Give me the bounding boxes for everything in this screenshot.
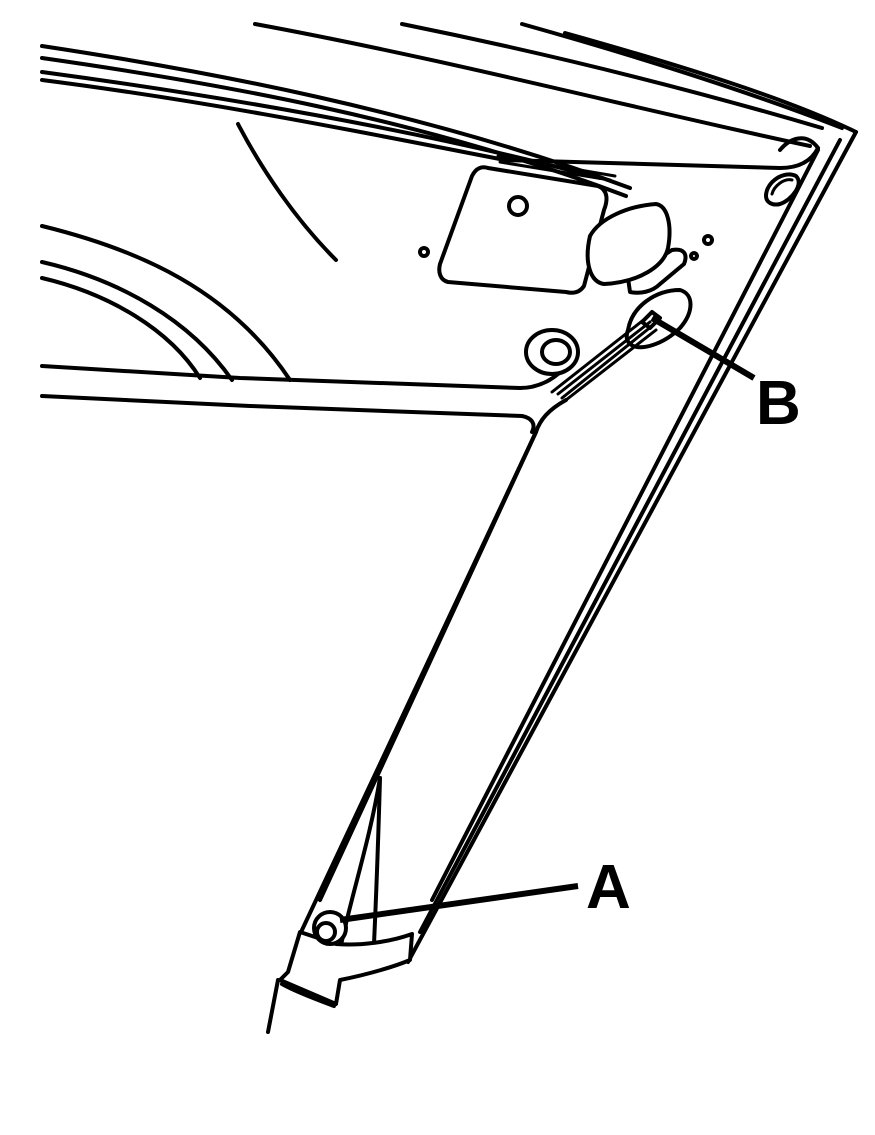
grommet (524, 328, 580, 376)
callout-label-b: B (756, 369, 801, 438)
leader-line-b (650, 315, 756, 381)
fastener-a (312, 910, 348, 946)
door-opening-arcs (40, 224, 292, 382)
sill-trim (40, 364, 568, 434)
belt-strands (550, 316, 658, 402)
leader-line-a (339, 883, 579, 923)
pillar-base (266, 776, 414, 1034)
pillar-trim (300, 130, 858, 964)
visor-plate (418, 154, 714, 295)
callout-label-a: A (586, 853, 631, 922)
headliner-contour (236, 122, 338, 262)
upper-rail (503, 136, 820, 170)
coat-hook (585, 202, 688, 295)
roof-edge-lines (40, 22, 858, 198)
